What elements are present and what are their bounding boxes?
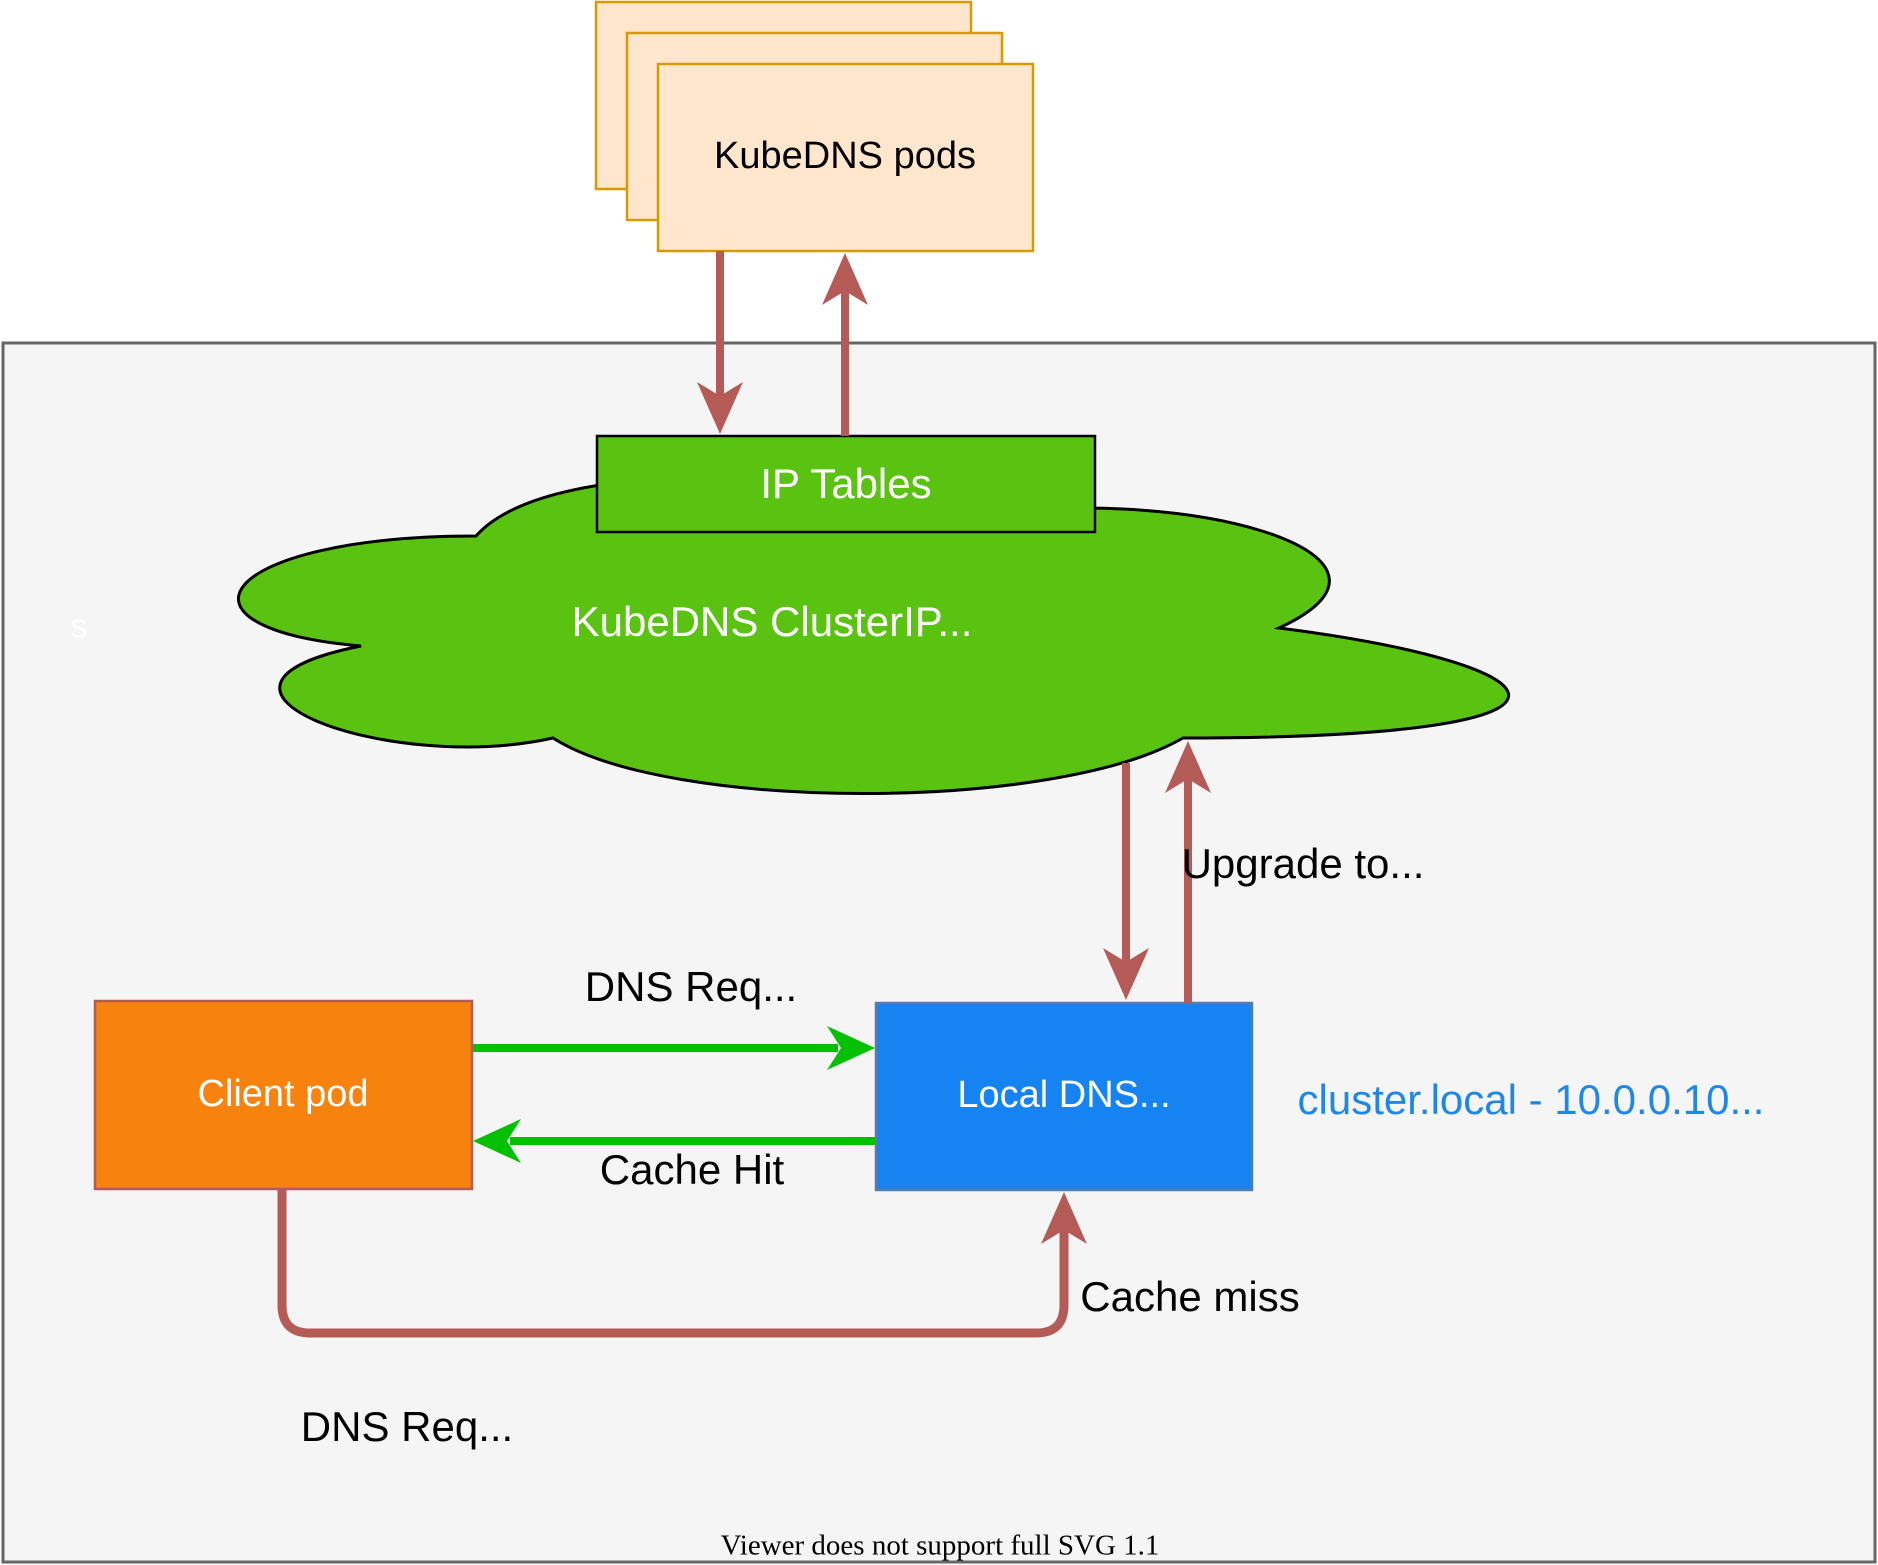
- arrowhead-up-icon: [1165, 741, 1211, 793]
- arrow-localdns-to-cloud: [1165, 741, 1211, 1003]
- arrow-elbow-path: [277, 1189, 1069, 1338]
- arrowhead-down-icon: [1103, 948, 1149, 1000]
- local-dns-box: [874, 1001, 1254, 1192]
- arrow-dns-request: [473, 1026, 875, 1070]
- arrowhead-right-icon: [827, 1026, 875, 1070]
- arrowhead-up-icon: [1041, 1192, 1087, 1244]
- arrowhead-down-icon: [697, 382, 743, 434]
- arrow-cache-hit: [473, 1119, 875, 1163]
- ip-tables-box: [595, 434, 1097, 534]
- arrow-iptables-to-pods: [822, 253, 868, 436]
- client-pod-box: [93, 999, 474, 1191]
- arrow-cloud-to-localdns: [1103, 763, 1149, 1000]
- arrowhead-up-icon: [822, 253, 868, 305]
- arrow-clientpod-to-localdns-cachemiss: [277, 1189, 1087, 1338]
- arrow-pods-to-iptables: [697, 251, 743, 434]
- arrowhead-left-icon: [473, 1119, 521, 1163]
- kubedns-pod-box-front: [656, 62, 1035, 253]
